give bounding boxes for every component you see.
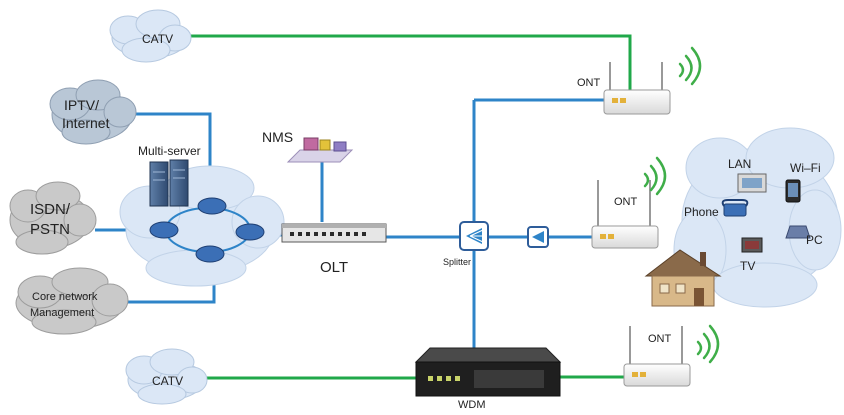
splitter-label: Splitter bbox=[443, 257, 471, 267]
catv-top-label: CATV bbox=[142, 32, 173, 46]
tv-device: TV bbox=[740, 237, 763, 273]
pc-device: PC bbox=[785, 225, 823, 247]
switch-icon bbox=[149, 221, 179, 239]
catv-bottom-label: CATV bbox=[152, 374, 183, 388]
ont-bottom-label: ONT bbox=[648, 333, 672, 345]
wifi-icon bbox=[643, 156, 667, 196]
ont-middle: ONT bbox=[591, 156, 667, 249]
nms-label: NMS bbox=[262, 129, 293, 145]
wifi-label: Wi–Fi bbox=[790, 161, 821, 175]
house-icon bbox=[644, 249, 722, 307]
isdn-label-line2: PSTN bbox=[30, 221, 70, 238]
phone-label: Phone bbox=[684, 205, 719, 219]
switch-icon bbox=[197, 197, 227, 215]
lan-label: LAN bbox=[728, 157, 751, 171]
phone-device: Phone bbox=[684, 199, 749, 219]
switch-ring bbox=[149, 197, 265, 263]
olt-label: OLT bbox=[320, 259, 348, 276]
wifi-phone-device: Wi–Fi bbox=[785, 161, 821, 203]
wdm-device: WDM bbox=[414, 347, 562, 411]
isdn-cloud: ISDN/ PSTN bbox=[9, 181, 97, 255]
catv-bottom-cloud: CATV bbox=[125, 348, 208, 405]
lan-device: LAN bbox=[728, 157, 767, 193]
iptv-cloud: IPTV/ Internet bbox=[49, 79, 137, 145]
wifi-icon bbox=[696, 324, 720, 364]
ont-middle-label: ONT bbox=[614, 196, 638, 208]
wdm-label: WDM bbox=[458, 399, 486, 410]
isdn-label-line1: ISDN/ bbox=[30, 201, 71, 218]
olt-device: OLT bbox=[281, 223, 387, 276]
core-mgmt-cloud: Core network Management bbox=[15, 267, 129, 335]
ont-bottom: ONT bbox=[623, 324, 720, 387]
multi-server-rack: Multi-server bbox=[138, 144, 201, 207]
ont-top-label: ONT bbox=[577, 77, 601, 89]
core-label-line2: Management bbox=[30, 307, 94, 319]
catv-top-cloud: CATV bbox=[109, 9, 192, 63]
iptv-label-line1: IPTV/ bbox=[64, 97, 99, 113]
tv-label: TV bbox=[740, 259, 755, 273]
splitter-secondary bbox=[527, 226, 549, 248]
catv-top-link bbox=[180, 34, 632, 90]
wifi-icon bbox=[678, 46, 702, 86]
ont-top: ONT bbox=[577, 46, 702, 115]
iptv-label-line2: Internet bbox=[62, 115, 110, 131]
nms-workstation: NMS bbox=[262, 129, 354, 163]
switch-icon bbox=[195, 245, 225, 263]
pc-label: PC bbox=[806, 233, 823, 247]
switch-icon bbox=[235, 223, 265, 241]
multiserver-label: Multi-server bbox=[138, 144, 201, 158]
core-label-line1: Core network bbox=[32, 291, 98, 303]
splitter-main: Splitter bbox=[443, 221, 489, 267]
